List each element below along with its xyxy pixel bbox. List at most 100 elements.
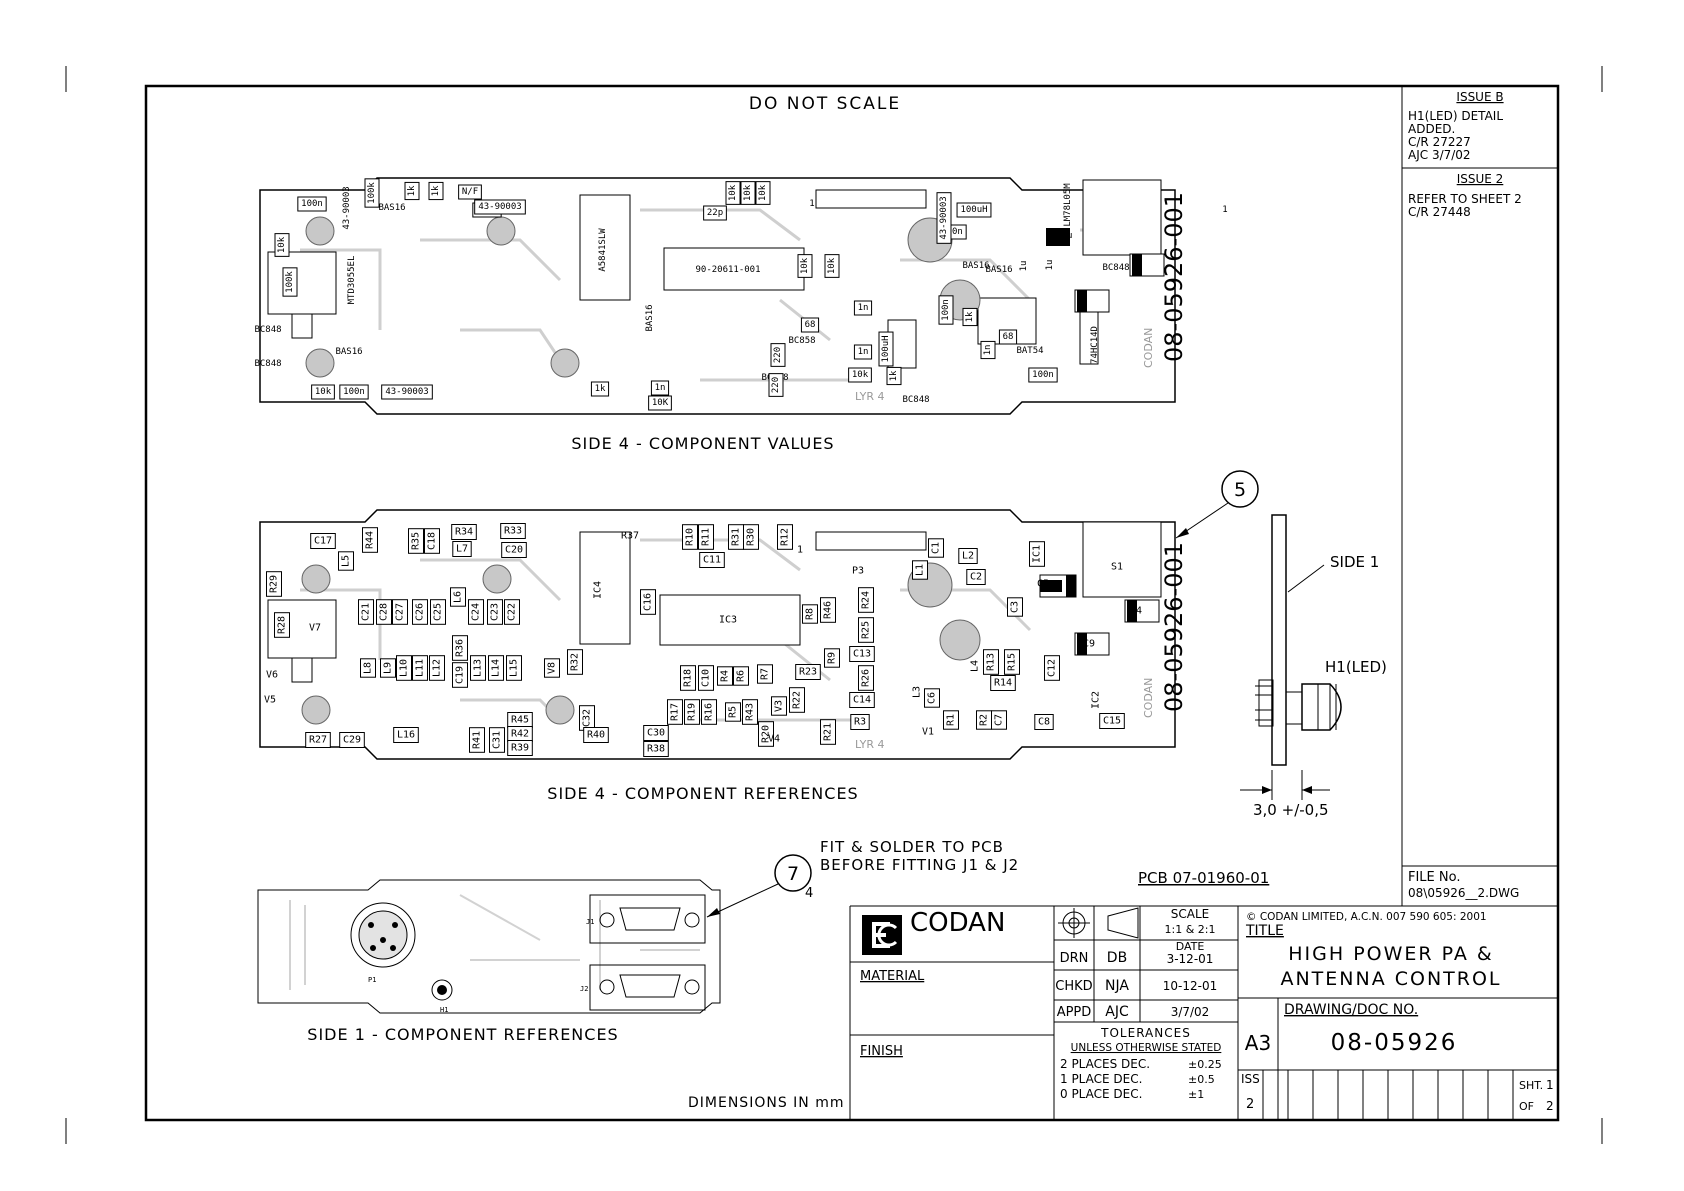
values-board: 100nBAS1643-90003100k1k1kN/F100n43-90003…	[254, 177, 1228, 415]
component-value-label: 100n	[1028, 367, 1058, 383]
svg-text:V7: V7	[309, 623, 321, 634]
svg-text:10k: 10k	[852, 370, 869, 380]
svg-text:74HC14D: 74HC14D	[1090, 326, 1100, 364]
svg-text:R42: R42	[511, 729, 529, 740]
pcb-reference: PCB 07-01960-01	[1138, 869, 1269, 887]
svg-text:R4: R4	[720, 670, 731, 682]
svg-text:L14: L14	[491, 659, 502, 677]
svg-text:10k: 10k	[743, 184, 753, 201]
component-ref-label: R4	[717, 666, 733, 686]
svg-text:C13: C13	[853, 649, 871, 660]
component-ref-label: R34	[451, 524, 477, 540]
references-caption: SIDE 4 - COMPONENT REFERENCES	[547, 784, 858, 803]
component-ref-label: C25	[430, 599, 446, 625]
svg-text:LM78L05M: LM78L05M	[1063, 183, 1073, 227]
component-ref-label: P3	[852, 566, 864, 577]
component-ref-label: R26	[858, 665, 874, 691]
component-ref-label: R46	[820, 597, 836, 623]
component-ref-label: L1	[912, 560, 928, 580]
component-ref-label: R8	[802, 604, 818, 624]
issue-2-title: ISSUE 2	[1457, 172, 1504, 186]
svg-text:10k: 10k	[800, 257, 810, 274]
component-ref-label: C5	[1037, 579, 1049, 590]
component-ref-label: R27	[305, 732, 331, 748]
svg-text:C9: C9	[1083, 639, 1095, 650]
svg-text:43-90003: 43-90003	[385, 387, 428, 397]
component-value-label: 1n	[853, 300, 873, 316]
component-ref-label: L12	[429, 655, 445, 681]
svg-text:C2: C2	[970, 572, 982, 583]
svg-text:1k: 1k	[407, 185, 417, 196]
component-ref-label: C8	[1034, 714, 1054, 730]
component-value-label: BAS16	[378, 203, 405, 213]
svg-text:R22: R22	[792, 691, 803, 709]
revision-block: ISSUE B H1(LED) DETAIL ADDED. C/R 27227 …	[1401, 86, 1558, 906]
svg-text:C17: C17	[314, 536, 332, 547]
chkd-date: 10-12-01	[1163, 979, 1217, 993]
svg-text:V5: V5	[264, 695, 276, 706]
component-ref-label: R32	[567, 649, 583, 675]
component-value-label: 1k	[886, 366, 902, 386]
svg-text:1k: 1k	[595, 384, 606, 394]
side-view	[1240, 514, 1342, 800]
svg-text:R6: R6	[736, 670, 747, 682]
side1-ref-label: P1	[368, 976, 376, 984]
tolerances-sub: UNLESS OTHERWISE STATED	[1071, 1042, 1222, 1054]
component-ref-label: C31	[489, 727, 505, 753]
component-ref-label: IC2	[1091, 691, 1102, 709]
component-value-label: 1	[1222, 205, 1227, 215]
component-value-label: BAS16	[335, 347, 362, 357]
svg-text:220: 220	[773, 347, 783, 363]
side1-ref-label: H1	[440, 1006, 448, 1014]
component-ref-label: C3	[1007, 597, 1023, 617]
references-layer-label: LYR 4	[855, 738, 885, 751]
iss-value: 2	[1246, 1097, 1254, 1112]
component-value-label: 1n	[980, 340, 996, 360]
svg-text:MTD3055EL: MTD3055EL	[347, 256, 357, 305]
svg-text:43-90003: 43-90003	[939, 196, 949, 239]
svg-text:C32: C32	[582, 709, 593, 727]
title-block	[849, 865, 1558, 1120]
balloon-7-leader	[706, 883, 779, 918]
svg-text:L2: L2	[962, 551, 974, 562]
svg-text:C4: C4	[1130, 606, 1142, 617]
svg-text:S1: S1	[1111, 562, 1123, 573]
component-ref-label: C22	[504, 599, 520, 625]
balloon-7-number: 7	[787, 863, 799, 885]
component-ref-label: R11	[698, 524, 714, 550]
component-ref-label: R16	[701, 699, 717, 725]
component-value-label: 1k	[590, 381, 610, 397]
svg-text:43-90003: 43-90003	[478, 202, 521, 212]
component-ref-label: L3	[912, 686, 923, 698]
component-ref-label: R31	[728, 524, 744, 550]
component-ref-label: V5	[264, 695, 276, 706]
component-ref-label: C20	[501, 542, 527, 558]
component-value-label: 68	[998, 329, 1018, 345]
component-ref-label: L8	[360, 658, 376, 678]
svg-text:R39: R39	[511, 743, 529, 754]
svg-text:BC848: BC848	[1102, 263, 1129, 273]
svg-text:R3: R3	[854, 717, 866, 728]
svg-text:R46: R46	[823, 601, 834, 619]
component-value-label: 10k	[274, 233, 290, 257]
svg-text:10k: 10k	[277, 236, 287, 253]
drn-date: 3-12-01	[1167, 952, 1214, 966]
svg-text:C23: C23	[490, 603, 501, 621]
svg-text:R19: R19	[687, 703, 698, 721]
svg-text:R21: R21	[823, 723, 834, 741]
component-ref-label: R9	[824, 648, 840, 668]
scale-label: SCALE	[1171, 907, 1209, 921]
svg-text:C30: C30	[647, 728, 665, 739]
of-value: 2	[1546, 1099, 1554, 1113]
svg-text:L15: L15	[509, 659, 520, 677]
svg-text:1u: 1u	[1045, 260, 1055, 271]
chkd-role: CHKD	[1055, 979, 1092, 994]
svg-text:1n: 1n	[983, 345, 993, 356]
component-ref-label: C29	[339, 732, 365, 748]
component-value-label: 1u	[1062, 231, 1073, 241]
title-line-1: HIGH POWER PA &	[1288, 943, 1493, 965]
svg-text:C27: C27	[395, 603, 406, 621]
component-ref-label: L11	[412, 655, 428, 681]
svg-text:R15: R15	[1007, 653, 1018, 671]
component-ref-label: C10	[698, 665, 714, 691]
